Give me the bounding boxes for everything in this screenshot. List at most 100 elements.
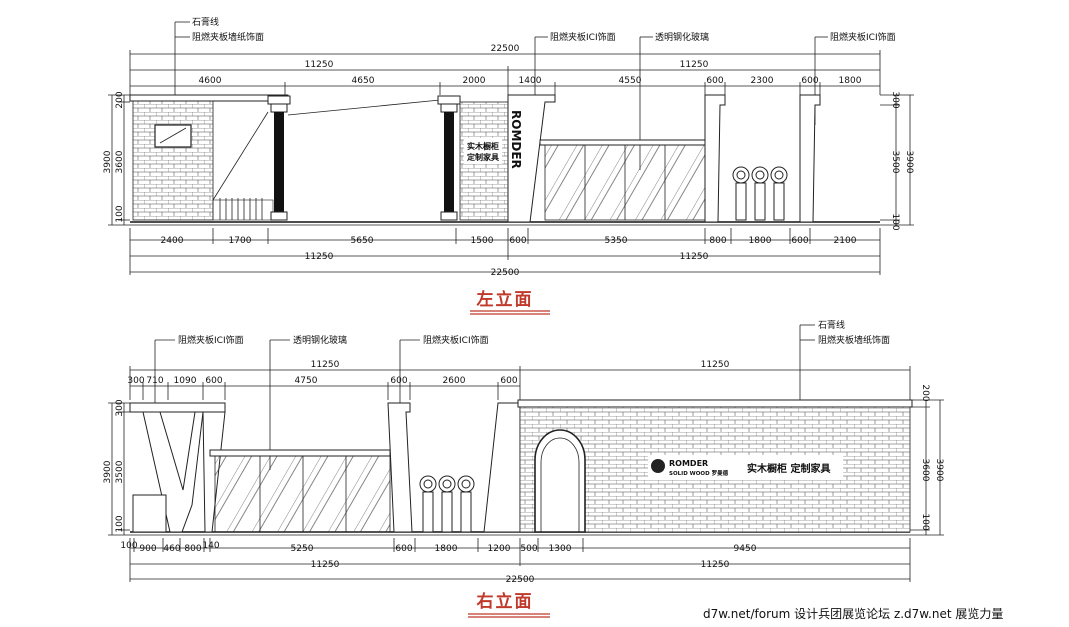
- r-right-h-3: 100: [920, 513, 930, 530]
- r-bot-seg-2: 900: [139, 544, 156, 554]
- left-elevation-title: 左立面: [477, 289, 534, 310]
- bottom-halves-dimension: 11250 11250: [130, 252, 880, 262]
- picket-fence: [212, 198, 274, 221]
- bot-seg-3: 5650: [351, 236, 374, 246]
- watermark: d7w.net/forum 设计兵团展览论坛 z.d7w.net 展览力量: [703, 606, 1003, 621]
- r-top-seg-7: 2600: [443, 376, 466, 386]
- r-top-seg-4: 600: [205, 376, 222, 386]
- left-h-2: 3600: [115, 150, 125, 173]
- top-seg-5: 4550: [619, 76, 642, 86]
- column-right: [437, 95, 461, 221]
- note-r-ici-2: 阻燃夹板ICI饰面: [423, 334, 489, 346]
- left-h-3: 100: [115, 205, 125, 222]
- logo-brand: ROMDER: [669, 459, 708, 468]
- pillar-a: [704, 94, 726, 223]
- counter-box: [132, 494, 167, 533]
- r-right-h-2: 3600: [920, 459, 930, 482]
- glass-panel-right: [214, 454, 391, 533]
- r-left-h-3: 100: [115, 515, 125, 532]
- top-seg-3: 2000: [463, 76, 486, 86]
- right-elevation-title: 右立面: [477, 591, 534, 612]
- top-seg-4: 1400: [519, 76, 542, 86]
- note-r-ici: 阻燃夹板ICI饰面: [178, 334, 244, 346]
- bot-seg-10: 2100: [834, 236, 857, 246]
- note-ici: 阻燃夹板ICI饰面: [550, 31, 616, 43]
- r-bottom-segments-dimension: 100 900 460 800 140 5250 600 1800 1200 5…: [120, 538, 911, 582]
- r-top-seg-8: 600: [500, 376, 517, 386]
- notes-right: 阻燃夹板ICI饰面 透明钢化玻璃 阻燃夹板ICI饰面 石膏线 阻燃夹板墙纸饰面: [154, 319, 890, 470]
- top-seg-6: 600: [706, 76, 723, 86]
- note-r-glass: 透明钢化玻璃: [293, 334, 347, 346]
- r-right-height-dimension: 200 3600 100 3900: [910, 384, 944, 536]
- column-left: [267, 95, 291, 221]
- r-top-seg-3: 1090: [174, 376, 197, 386]
- top-half-right: 11250: [680, 60, 709, 70]
- logo-emblem-icon: [651, 459, 665, 473]
- vertical-brand: ROMDER: [509, 110, 523, 169]
- r-top-seg-2: 710: [146, 376, 163, 386]
- r-bottom-halves-dimension: 11250 11250: [130, 560, 910, 570]
- r-bot-half-right: 11250: [701, 560, 730, 570]
- bot-half-left: 11250: [305, 252, 334, 262]
- r-left-h-2: 3500: [115, 460, 125, 483]
- left-elevation: 22500 11250 11250 4600 4650 2000 1400 45…: [103, 16, 914, 315]
- bot-seg-6: 5350: [605, 236, 628, 246]
- top-halves-dimension: 11250 11250: [130, 60, 880, 95]
- r-bot-seg-5: 140: [202, 541, 219, 551]
- bot-total: 22500: [491, 268, 520, 278]
- sign-line-1: 实木橱柜: [467, 141, 499, 151]
- note-r-wallpaper: 阻燃夹板墙纸饰面: [818, 334, 890, 346]
- top-seg-8: 600: [801, 76, 818, 86]
- right-elevation-structure: ROMDER SOLID WOOD 罗曼德 实木橱柜 定制家具: [129, 399, 913, 536]
- arch-doorway: [534, 429, 586, 533]
- pillar-b: [799, 94, 821, 223]
- brick-wall-left: [132, 99, 214, 221]
- r-left-h-total: 3900: [103, 460, 113, 483]
- ici-panel-left: [507, 94, 556, 223]
- bot-seg-9: 600: [791, 236, 808, 246]
- sign-text-right: 实木橱柜 定制家具: [747, 462, 830, 475]
- r-top-seg-6: 600: [390, 376, 407, 386]
- note-glass: 透明钢化玻璃: [655, 31, 709, 43]
- r-bot-seg-1: 100: [120, 541, 137, 551]
- r-bot-seg-9: 1200: [488, 544, 511, 554]
- bottom-total-dimension: 22500: [130, 268, 880, 278]
- note-ici-right: 阻燃夹板ICI饰面: [830, 31, 896, 43]
- r-bot-seg-3: 460: [163, 544, 180, 554]
- top-seg-1: 4600: [199, 76, 222, 86]
- left-h-1: 200: [115, 91, 125, 108]
- top-half-left: 11250: [305, 60, 334, 70]
- bot-half-right: 11250: [680, 252, 709, 262]
- r-bot-seg-6: 5250: [291, 544, 314, 554]
- top-total-dimension: 22500: [129, 44, 881, 95]
- right-height-dimension: 300 3500 100 3900: [880, 91, 914, 231]
- bot-seg-5: 600: [509, 236, 526, 246]
- r-top-segments-dimension: 300 710 1090 600 4750 600 2600 600: [127, 376, 520, 400]
- right-elevation: 阻燃夹板ICI饰面 透明钢化玻璃 阻燃夹板ICI饰面 石膏线 阻燃夹板墙纸饰面 …: [103, 319, 944, 618]
- pillar-c: [387, 402, 413, 533]
- sign-line-2: 定制家具: [466, 152, 499, 162]
- note-gypsum: 石膏线: [192, 16, 219, 28]
- r-bot-total: 22500: [506, 575, 535, 585]
- note-wallpaper: 阻燃夹板墙纸饰面: [192, 31, 264, 43]
- top-total-label: 22500: [491, 44, 520, 54]
- r-bot-seg-4: 800: [184, 544, 201, 554]
- left-elevation-structure: 实木橱柜 定制家具 ROMDER: [129, 94, 880, 226]
- r-right-h-total: 3900: [934, 459, 944, 482]
- right-h-3: 100: [890, 213, 900, 230]
- r-bot-seg-11: 1300: [549, 544, 572, 554]
- right-h-total: 3900: [904, 151, 914, 174]
- bot-seg-4: 1500: [471, 236, 494, 246]
- r-bot-seg-8: 1800: [435, 544, 458, 554]
- bottom-segments-dimension: 2400 1700 5650 1500 600 5350 800 1800 60…: [129, 228, 881, 275]
- r-top-seg-5: 4750: [295, 376, 318, 386]
- v-frame-top: [129, 402, 226, 413]
- r-bot-seg-10: 500: [520, 544, 537, 554]
- r-left-height-dimension: 300 3500 100 3900: [103, 399, 130, 536]
- r-top-half-left: 11250: [311, 360, 340, 370]
- left-h-total: 3900: [103, 150, 113, 173]
- r-left-h-1: 300: [115, 399, 125, 416]
- gypsum-cornice-right: [517, 399, 913, 408]
- r-bot-seg-7: 600: [395, 544, 412, 554]
- top-segments-dimension: 4600 4650 2000 1400 4550 600 2300 600 18…: [130, 76, 880, 95]
